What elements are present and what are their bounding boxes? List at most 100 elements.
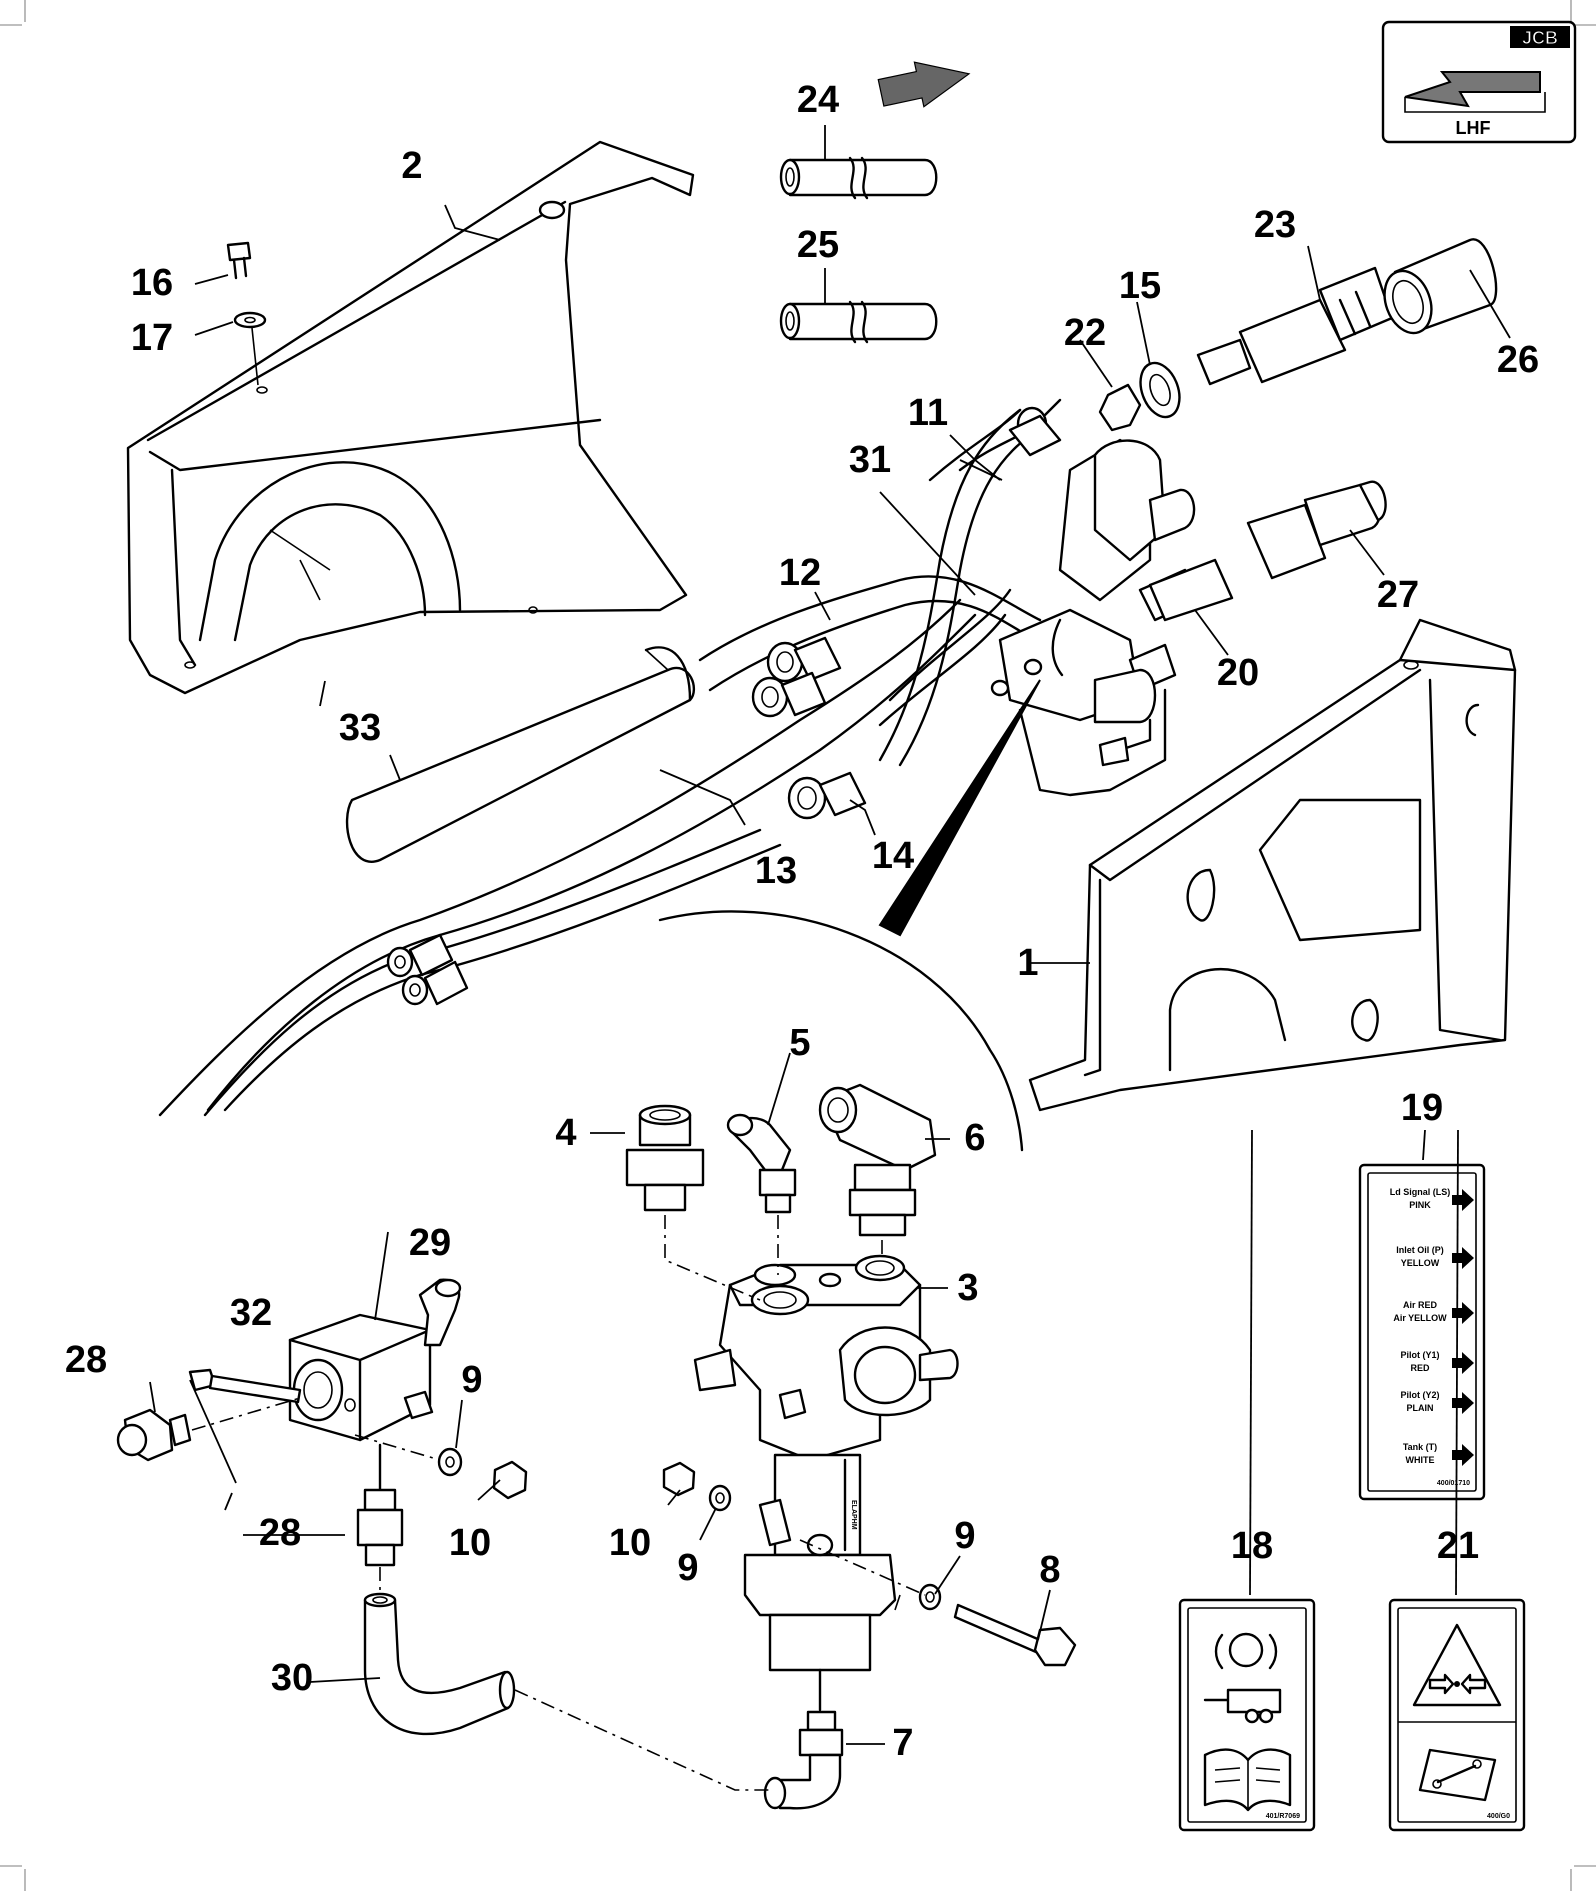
label-19-row: Ld Signal (LS) PINK bbox=[1390, 1187, 1474, 1211]
nut-10-right bbox=[662, 1461, 696, 1497]
bracket-1 bbox=[1028, 618, 1517, 1112]
label-19-line2: PLAIN bbox=[1407, 1403, 1434, 1413]
decal-18: 401/R7069 bbox=[1178, 1598, 1316, 1832]
callout-c4: 4 bbox=[555, 1112, 576, 1154]
washer-17 bbox=[233, 311, 267, 386]
label-19-row: Tank (T) WHITE bbox=[1403, 1442, 1474, 1466]
arrow-right-icon bbox=[1452, 1392, 1474, 1414]
manual-book-icon bbox=[1203, 1748, 1292, 1812]
washer-9-block bbox=[437, 1447, 463, 1477]
leader-lines bbox=[149, 125, 1511, 1745]
callout-c17: 17 bbox=[131, 317, 173, 359]
elbow-7 bbox=[763, 1668, 844, 1810]
arrow-right-icon bbox=[1452, 1444, 1474, 1466]
callout-c8: 8 bbox=[1039, 1549, 1060, 1591]
valve-body-3: ELAPHM bbox=[693, 1254, 959, 1672]
label-19-row: Pilot (Y1) RED bbox=[1400, 1350, 1474, 1374]
callout-c11: 11 bbox=[908, 392, 948, 434]
warning-triangle-icon bbox=[1412, 1623, 1502, 1707]
callout-c10a: 10 bbox=[449, 1522, 491, 1564]
elbow-5 bbox=[726, 1113, 797, 1214]
callout-c3: 3 bbox=[957, 1267, 978, 1309]
washer-15 bbox=[1139, 361, 1181, 419]
hose-label-19: Ld Signal (LS) PINK Inlet Oil (P) YELLOW Air… bbox=[1358, 1163, 1486, 1501]
callout-c33: 33 bbox=[339, 707, 381, 749]
callout-c12: 12 bbox=[779, 552, 821, 594]
svg-text:ELAPHM: ELAPHM bbox=[850, 1500, 857, 1530]
hose-30 bbox=[363, 1592, 516, 1736]
decal-21: 400/G0 bbox=[1388, 1598, 1526, 1832]
callout-c7: 7 bbox=[892, 1722, 913, 1764]
callout-c20: 20 bbox=[1217, 652, 1259, 694]
label-19-line2: RED bbox=[1410, 1363, 1430, 1373]
label-19-line2: Air YELLOW bbox=[1393, 1313, 1447, 1323]
label-19-line2: WHITE bbox=[1406, 1455, 1435, 1465]
lhf-direction-box: JCB LHF bbox=[877, 20, 1577, 144]
callout-c21: 21 bbox=[1437, 1525, 1479, 1567]
detail-pointer bbox=[878, 679, 1041, 937]
centerline-hose-30 bbox=[514, 1689, 770, 1791]
callout-c6: 6 bbox=[964, 1117, 985, 1159]
callout-c25: 25 bbox=[797, 224, 839, 266]
arrow-right-icon bbox=[1452, 1352, 1474, 1374]
centerline-bolt-8 bbox=[799, 1539, 926, 1596]
bolt-32 bbox=[188, 1368, 302, 1404]
arrow-icon bbox=[1404, 71, 1541, 108]
label-19-line1: Pilot (Y1) bbox=[1400, 1350, 1439, 1360]
valve-assembly-upper bbox=[990, 438, 1234, 767]
callout-c27: 27 bbox=[1377, 574, 1419, 616]
callout-c9a: 9 bbox=[461, 1359, 482, 1401]
callout-c19: 19 bbox=[1401, 1087, 1443, 1129]
label-19-line2: PINK bbox=[1409, 1200, 1431, 1210]
callout-c5: 5 bbox=[789, 1022, 810, 1064]
label-19-line1: Inlet Oil (P) bbox=[1396, 1245, 1444, 1255]
arrow-right-icon bbox=[1452, 1247, 1474, 1269]
callout-c2: 2 bbox=[401, 145, 422, 187]
callout-c14: 14 bbox=[872, 835, 914, 877]
callout-c10b: 10 bbox=[609, 1522, 651, 1564]
callout-c28b: 28 bbox=[259, 1512, 301, 1554]
bolt-8 bbox=[953, 1603, 1077, 1667]
decal-18-part-number: 401/R7069 bbox=[1266, 1813, 1300, 1820]
hose-25 bbox=[779, 300, 938, 344]
cap-26 bbox=[1383, 238, 1498, 335]
block-29 bbox=[288, 1278, 462, 1442]
arrow-right-icon bbox=[1452, 1302, 1474, 1324]
callout-c22: 22 bbox=[1064, 312, 1106, 354]
label-19-line1: Ld Signal (LS) bbox=[1390, 1187, 1451, 1197]
label-19-row: Pilot (Y2) PLAIN bbox=[1400, 1390, 1474, 1414]
callout-c18: 18 bbox=[1231, 1525, 1273, 1567]
detail-circle-arc bbox=[658, 910, 1024, 1152]
callout-c23: 23 bbox=[1254, 204, 1296, 246]
callout-c28a: 28 bbox=[65, 1339, 107, 1381]
elbow-6 bbox=[818, 1083, 937, 1237]
small-bracket bbox=[1018, 688, 1167, 797]
brake-warning-icon bbox=[1214, 1632, 1278, 1670]
label-19-line1: Tank (T) bbox=[1403, 1442, 1437, 1452]
label-19-line1: Air RED bbox=[1403, 1300, 1438, 1310]
callout-c13: 13 bbox=[755, 850, 797, 892]
wrench-book-icon bbox=[1418, 1748, 1497, 1802]
callout-c9c: 9 bbox=[677, 1547, 698, 1589]
label-19-part-number: 400/01710 bbox=[1437, 1480, 1470, 1487]
washer-9-left bbox=[708, 1484, 732, 1512]
callout-c32: 32 bbox=[230, 1292, 272, 1334]
label-19-row: Air RED Air YELLOW bbox=[1393, 1300, 1474, 1324]
bolt-16 bbox=[226, 241, 252, 280]
fitting-27 bbox=[1246, 480, 1387, 580]
nut-10-block bbox=[492, 1460, 528, 1500]
jcb-logo: JCB bbox=[1522, 28, 1558, 48]
hose-bundle bbox=[158, 398, 1062, 1117]
label-19-line2: YELLOW bbox=[1401, 1258, 1440, 1268]
callout-c26: 26 bbox=[1497, 339, 1539, 381]
label-19-line1: Pilot (Y2) bbox=[1400, 1390, 1439, 1400]
centerline-28-left bbox=[191, 1397, 301, 1431]
washer-9-right bbox=[918, 1583, 942, 1611]
sleeve-33 bbox=[345, 646, 695, 863]
trailer-icon bbox=[1203, 1688, 1282, 1724]
callout-c1: 1 bbox=[1017, 942, 1038, 984]
callout-c16: 16 bbox=[131, 262, 173, 304]
